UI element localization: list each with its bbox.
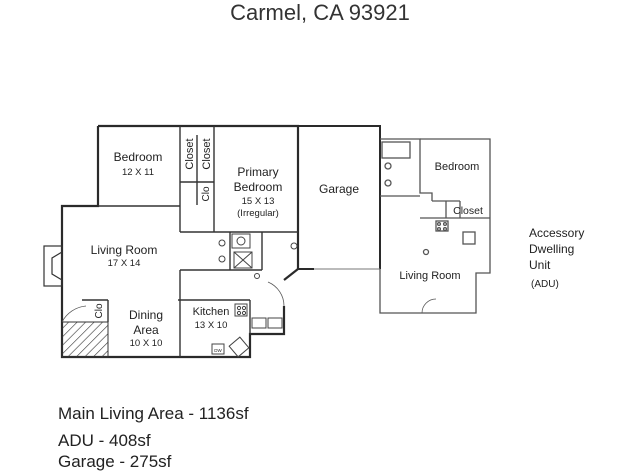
closet-b-label: Closet	[201, 138, 213, 169]
garage-walls	[298, 125, 381, 270]
primary-bedroom-line2: Bedroom	[234, 180, 283, 194]
dining-line1: Dining	[129, 308, 163, 322]
adu-label-line3: Unit	[529, 258, 551, 272]
kitchen-door-swing	[267, 281, 285, 307]
bedroom-label: Bedroom	[114, 150, 163, 164]
adu-living-label: Living Room	[399, 270, 460, 282]
dw-label: DW	[214, 348, 222, 353]
garage-area-text: Garage - 275sf	[58, 452, 172, 471]
garage-label: Garage	[319, 182, 359, 196]
kitchen-label: Kitchen	[193, 306, 230, 318]
clo-upper-label: Clo	[201, 186, 212, 201]
adu-walls	[379, 138, 491, 314]
bath-fixtures	[218, 233, 298, 279]
entry-door-swing	[61, 305, 87, 323]
adu-label-line4: (ADU)	[531, 279, 559, 290]
fireplace	[43, 245, 63, 287]
dining-line2: Area	[133, 323, 159, 337]
adu-area-text: ADU - 408sf	[58, 431, 151, 450]
adu-label-line1: Accessory	[529, 226, 584, 240]
entry-hatch	[61, 321, 109, 358]
kitchen-dims: 13 X 10	[195, 320, 228, 331]
primary-bedroom-dims: 15 X 13	[242, 196, 275, 207]
primary-bedroom-note: (Irregular)	[237, 208, 279, 219]
main-living-area-text: Main Living Area - 1136sf	[58, 404, 249, 423]
bedroom-dims: 12 X 11	[122, 167, 154, 178]
page-title: Carmel, CA 93921	[230, 0, 410, 25]
adu-closet-label: Closet	[453, 205, 483, 217]
main-house-interior-walls	[82, 126, 298, 357]
closet-a-label: Closet	[184, 138, 196, 169]
dining-dims: 10 X 10	[130, 338, 163, 349]
living-room-dims: 17 X 14	[108, 258, 141, 269]
living-room-label: Living Room	[91, 243, 158, 257]
floor-plan: Bedroom 12 X 11 Closet Closet Clo Primar…	[43, 124, 584, 359]
adu-bedroom-label: Bedroom	[435, 161, 480, 173]
adu-label-line2: Dwelling	[529, 242, 574, 256]
adu-door-swing	[421, 298, 437, 314]
primary-bedroom-line1: Primary	[237, 165, 278, 179]
clo-lower-label: Clo	[94, 303, 105, 318]
kitchen-fixtures	[211, 303, 283, 358]
